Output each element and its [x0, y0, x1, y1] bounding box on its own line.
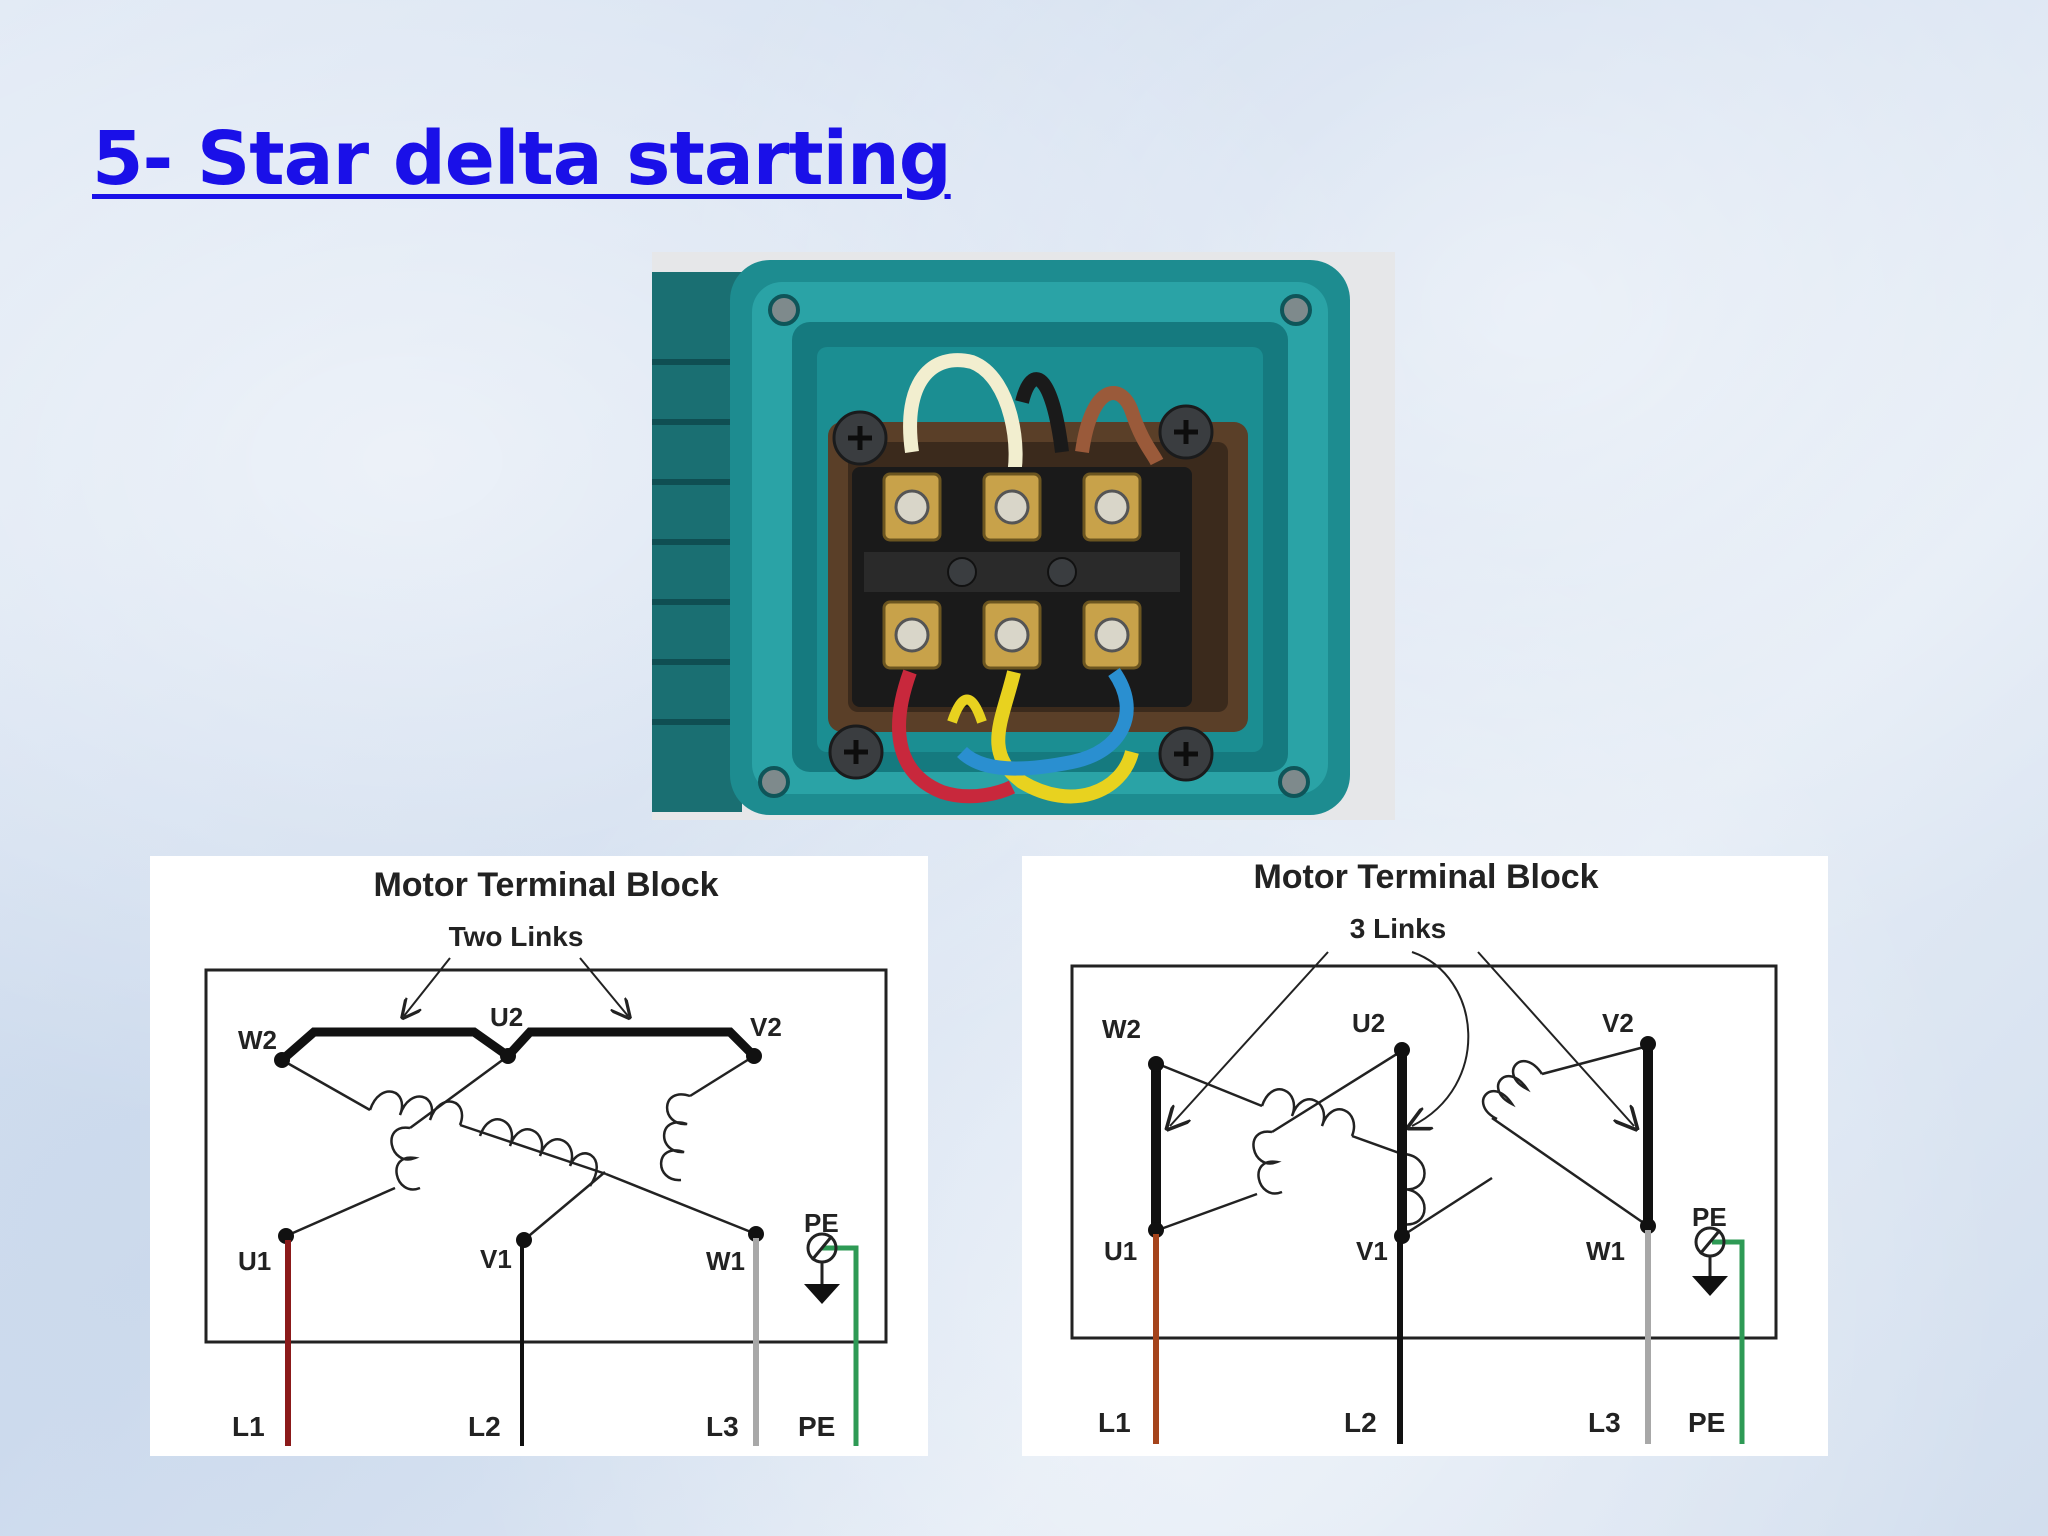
- delta-callout-label: 3 Links: [1350, 913, 1446, 944]
- star-link: [279, 1027, 511, 1064]
- terminal-w2: W2: [238, 1025, 277, 1055]
- line-label-l2: L2: [1344, 1407, 1377, 1438]
- star-diagram-heading: Motor Terminal Block: [373, 866, 718, 904]
- supply-wire-pe: [1712, 1239, 1745, 1444]
- terminal-u2: U2: [490, 1002, 523, 1032]
- motor-windings: [1157, 1044, 1649, 1238]
- supply-wire-pe: [822, 1245, 859, 1446]
- terminal-u2: U2: [1352, 1008, 1385, 1038]
- terminal-box-illustration: [652, 252, 1395, 820]
- line-label-pe: PE: [1688, 1407, 1725, 1438]
- terminal-w1: W1: [1586, 1236, 1625, 1266]
- line-label-l2: L2: [468, 1411, 501, 1442]
- earth-icon: [804, 1232, 840, 1304]
- star-callout-label: Two Links: [449, 921, 584, 952]
- motor-windings: [281, 1054, 757, 1241]
- slide-title: 5- Star delta starting: [92, 116, 952, 202]
- callout-arrow: [1412, 951, 1470, 1126]
- terminal-w2: W2: [1102, 1014, 1141, 1044]
- delta-diagram-heading: Motor Terminal Block: [1253, 858, 1598, 896]
- terminal-v2: V2: [750, 1012, 782, 1042]
- motor-terminal-box-photo: [652, 252, 1395, 820]
- callout-arrow: [404, 957, 451, 1016]
- delta-connection-diagram: Motor Terminal Block 3 Links W2: [1022, 856, 1828, 1456]
- terminal-v1: V1: [1356, 1236, 1388, 1266]
- terminal-v2: V2: [1602, 1008, 1634, 1038]
- earth-icon: [1692, 1226, 1728, 1296]
- star-link: [504, 1027, 758, 1060]
- line-label-l1: L1: [1098, 1407, 1131, 1438]
- line-label-l3: L3: [1588, 1407, 1621, 1438]
- star-connection-diagram: Motor Terminal Block Two Links: [150, 856, 928, 1456]
- callout-arrow: [579, 957, 628, 1016]
- line-label-l1: L1: [232, 1411, 265, 1442]
- terminal-dots: [274, 1048, 764, 1248]
- terminal-w1: W1: [706, 1246, 745, 1276]
- terminal-u1: U1: [238, 1246, 271, 1276]
- terminal-u1: U1: [1104, 1236, 1137, 1266]
- line-label-l3: L3: [706, 1411, 739, 1442]
- callout-arrow: [1477, 951, 1634, 1126]
- callout-arrow: [1170, 951, 1329, 1126]
- terminal-box-outline: [204, 968, 888, 1344]
- line-label-pe: PE: [798, 1411, 835, 1442]
- terminal-box-outline: [1070, 964, 1778, 1340]
- terminal-v1: V1: [480, 1244, 512, 1274]
